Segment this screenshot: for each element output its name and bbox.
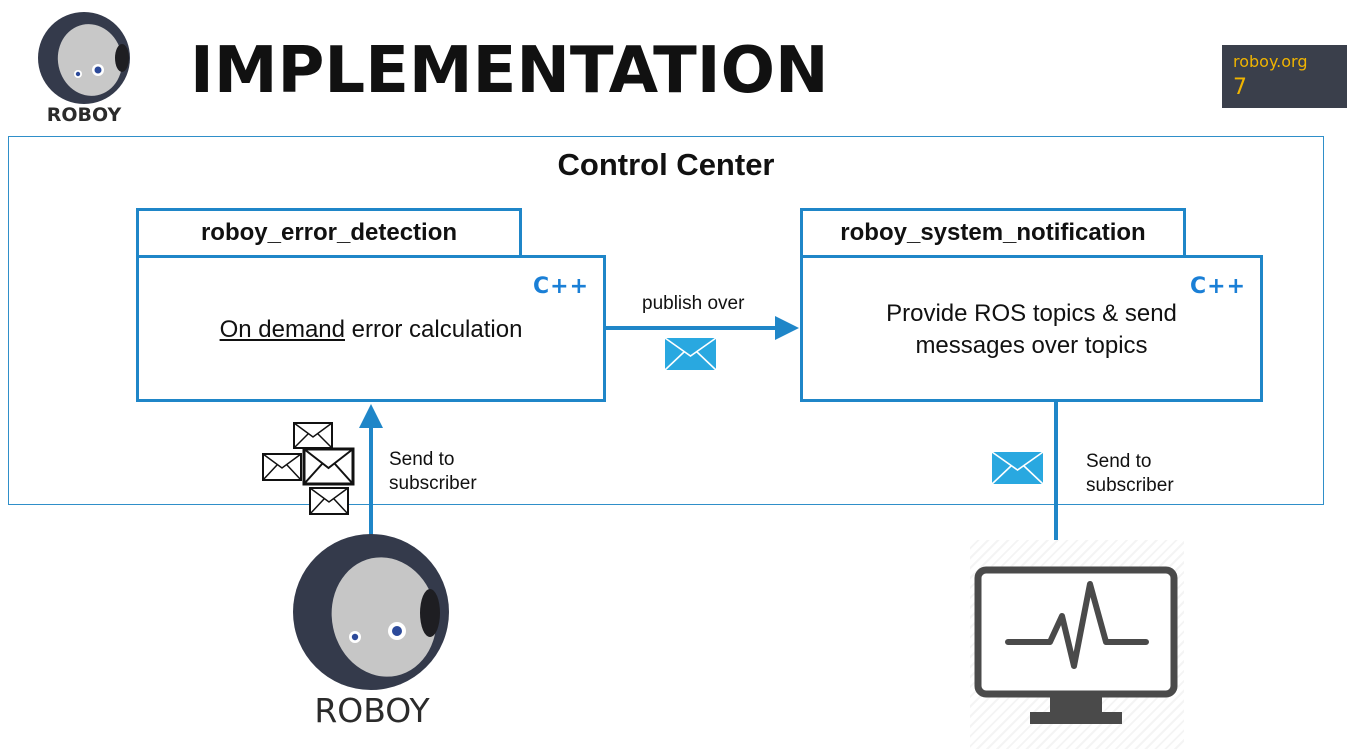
error-detection-box: C++ On demand error calculation [136,255,606,402]
description-line-1: Provide ROS topics & send [886,300,1177,327]
error-detection-tab-label: roboy_error_detection [200,219,458,246]
left-send-to-subscriber-label: Send to subscriber [389,448,477,496]
description-line-2: messages over topics [915,332,1148,359]
roboy-robot: ROBOY [292,533,452,733]
roboy-logo: ROBOY [36,12,132,126]
logo-label: ROBOY [46,104,122,126]
page-badge: roboy.org 7 [1222,45,1347,108]
on-demand-text: On demand [219,316,345,343]
right-send-to-subscriber-label: Send to subscriber [1086,450,1174,498]
error-calc-text: error calculation [345,316,523,343]
right-send-label-line2: subscriber [1086,475,1174,496]
badge-site: roboy.org [1233,52,1308,71]
roboy-logo-icon [38,12,130,104]
system-notification-tab-label: roboy_system_notification [840,219,1146,246]
publish-over-label: publish over [642,293,745,314]
error-detection-description: On demand error calculation [139,314,603,346]
system-notification-box: C++ Provide ROS topics & send messages o… [800,255,1263,402]
monitor-heartbeat-icon [974,566,1178,724]
robot-label: ROBOY [314,691,430,730]
monitor [970,540,1184,749]
system-notification-description: Provide ROS topics & send messages over … [803,298,1260,362]
badge-page-number: 7 [1233,75,1247,100]
right-send-label-line1: Send to [1086,451,1152,472]
left-send-label-line2: subscriber [389,473,477,494]
left-send-label-line1: Send to [389,449,455,470]
cpp-badge: C++ [532,274,589,299]
error-detection-tab: roboy_error_detection [136,208,522,258]
cpp-badge: C++ [1189,274,1246,299]
roboy-logo-icon [293,534,449,690]
control-center-title: Control Center [557,147,775,182]
control-center-container [8,136,1324,505]
system-notification-tab: roboy_system_notification [800,208,1186,258]
page-title: IMPLEMENTATION [190,34,829,108]
